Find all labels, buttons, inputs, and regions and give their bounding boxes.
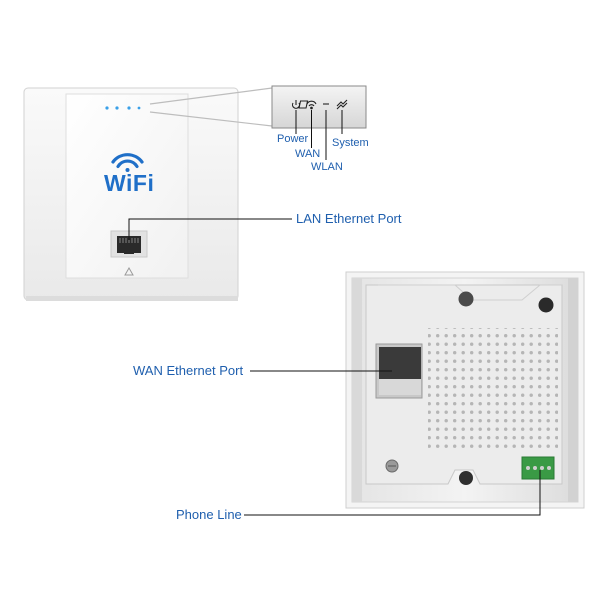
back-panel	[345, 271, 585, 509]
phone-line-label: Phone Line	[176, 507, 242, 522]
indicator-callout	[271, 85, 367, 160]
lan-ethernet-port-label: LAN Ethernet Port	[296, 211, 402, 226]
system-icon	[336, 99, 348, 110]
wlan-icon	[298, 100, 329, 109]
wlan-led	[127, 106, 131, 110]
wifi-logo-text: WiFi	[104, 170, 155, 196]
wan-ethernet-port-label: WAN Ethernet Port	[133, 363, 244, 378]
power-led	[105, 106, 109, 110]
wan-led	[115, 106, 119, 110]
wan-label: WAN	[295, 148, 321, 160]
wlan-label: WLAN	[311, 161, 343, 173]
system-led	[137, 106, 141, 110]
phone-terminal-icon	[521, 456, 555, 480]
power-label: Power	[277, 133, 309, 145]
wifi-logo-icon	[111, 153, 144, 172]
front-panel	[23, 87, 239, 301]
lan-symbol-icon	[124, 266, 134, 276]
system-label: System	[332, 137, 369, 149]
